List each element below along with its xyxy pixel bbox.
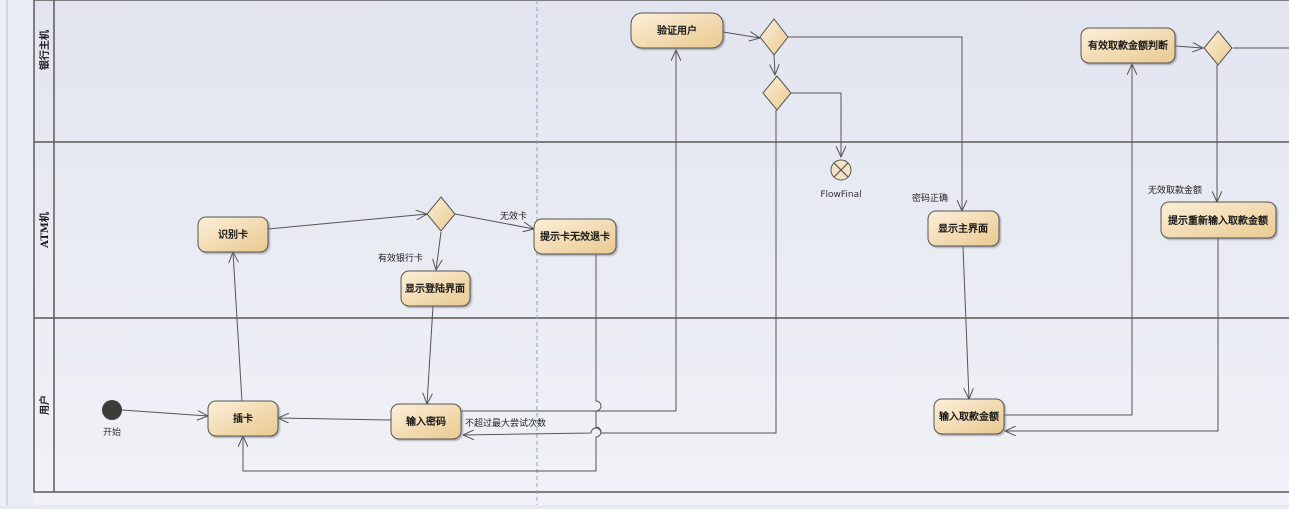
activity-invalid-card-return-label: 提示卡无效退卡 (540, 230, 610, 243)
edge-decisionA-invalid (454, 213, 534, 229)
activity-valid-amount-check[interactable]: 有效取款金额判断 (1080, 27, 1176, 64)
lane-label-atm: ATM机 (38, 212, 51, 249)
edges (121, 32, 1289, 472)
decision-verify-result[interactable] (759, 18, 789, 56)
edge-label-valid-card: 有效银行卡 (378, 252, 423, 264)
activities: 验证用户 有效取款金额判断 识别卡 提示卡无效退卡 显示登陆界面 显示主界面 提… (197, 12, 1277, 440)
activity-show-main-label: 显示主界面 (938, 222, 988, 235)
edge-labels: 无效卡 有效银行卡 密码正确 无效取款金额 不超过最大尝试次数 (378, 184, 1202, 429)
edge-label-password-correct: 密码正确 (912, 192, 948, 204)
decision-card-type[interactable] (426, 196, 456, 232)
activity-verify-user-label: 验证用户 (657, 24, 697, 37)
flow-final-node[interactable] (830, 159, 852, 181)
lane-label-bank: 银行主机 (38, 30, 51, 70)
activity-invalid-card-return[interactable]: 提示卡无效退卡 (533, 218, 617, 255)
edge-amount-check (1003, 64, 1132, 416)
edge-decisionA-login (436, 231, 441, 270)
flow-final-label: FlowFinal (820, 190, 861, 200)
activity-show-login-label: 显示登陆界面 (405, 282, 465, 295)
edge-password-insert (278, 418, 392, 420)
edge-insert-identify (233, 252, 243, 403)
edge-decisionB-decisionC (774, 54, 775, 75)
edge-decisionB-main (788, 36, 962, 211)
edge-main-amount (962, 245, 969, 399)
edge-identify-decisionA (267, 214, 427, 230)
edge-label-invalid-amount: 无效取款金额 (1148, 184, 1202, 196)
lane-label-user: 用户 (38, 395, 51, 416)
activity-show-login[interactable]: 显示登陆界面 (400, 270, 471, 307)
edge-invalid-insert (243, 254, 602, 472)
activity-enter-password-label: 输入密码 (406, 415, 446, 428)
edge-check-decisionD (1174, 46, 1203, 48)
activity-enter-amount-label: 输入取款金额 (939, 410, 999, 423)
edge-decisionC-final (791, 92, 841, 157)
activity-verify-user[interactable]: 验证用户 (630, 12, 724, 49)
decisions (426, 18, 1233, 232)
initial-node-label: 开始 (103, 426, 121, 438)
activity-show-main[interactable]: 显示主界面 (927, 210, 1000, 247)
activity-valid-amount-check-label: 有效取款金额判断 (1088, 39, 1168, 52)
activity-insert-card[interactable]: 插卡 (207, 400, 279, 437)
activity-enter-password[interactable]: 输入密码 (390, 403, 462, 440)
edge-login-password (427, 305, 434, 404)
edge-label-under-max-tries: 不超过最大尝试次数 (465, 417, 546, 429)
activity-insert-card-label: 插卡 (233, 412, 253, 425)
activity-reenter-amount-prompt-label: 提示重新输入取款金额 (1168, 214, 1268, 227)
activity-identify-card-label: 识别卡 (218, 228, 248, 241)
decision-retry-count[interactable] (762, 75, 792, 111)
activity-reenter-amount-prompt[interactable]: 提示重新输入取款金额 (1160, 201, 1277, 239)
edge-reenter-amount (1005, 238, 1219, 431)
edge-decisionC-password (463, 110, 777, 435)
edge-label-invalid-card: 无效卡 (500, 210, 527, 222)
edge-verify-decisionB (722, 32, 760, 38)
edge-password-verify (461, 50, 676, 412)
activity-identify-card[interactable]: 识别卡 (197, 216, 269, 253)
decision-amount-valid[interactable] (1203, 30, 1233, 66)
edge-start-insert (121, 409, 208, 416)
activity-enter-amount[interactable]: 输入取款金额 (933, 398, 1005, 435)
initial-node[interactable] (102, 400, 122, 420)
control-nodes: 开始 FlowFinal (102, 159, 862, 438)
